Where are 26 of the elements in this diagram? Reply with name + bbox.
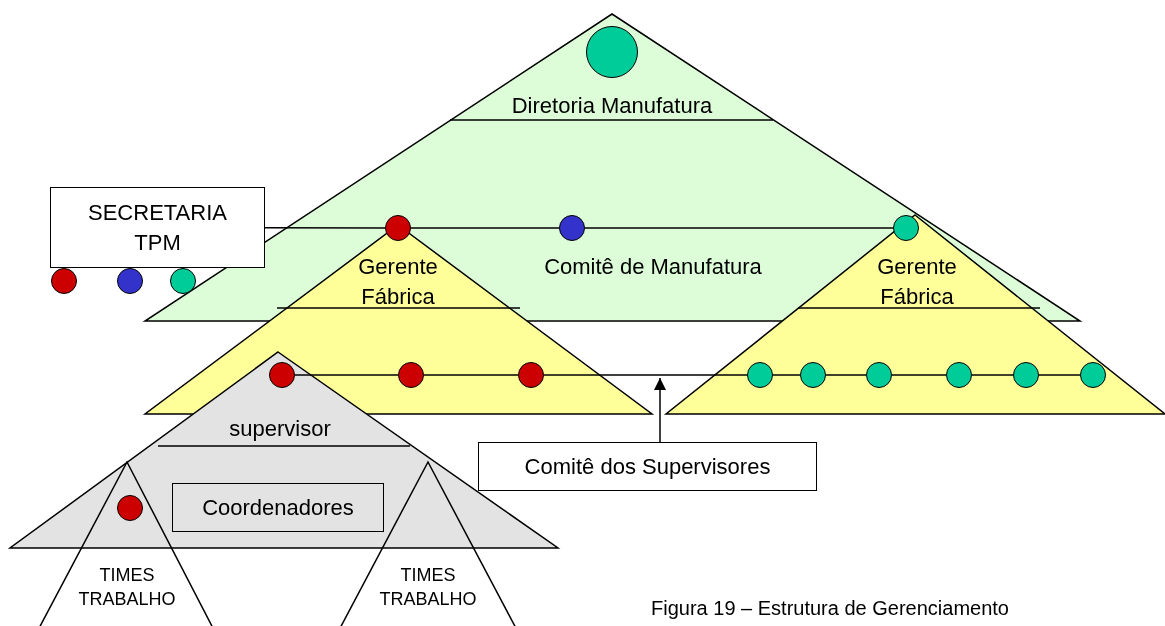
team-label: TIMES TRABALHO	[77, 563, 177, 611]
connector-line	[1038, 374, 1081, 376]
member-circle	[51, 268, 77, 294]
connector-line	[891, 374, 947, 376]
level-label: Comitê de Manufatura	[544, 253, 762, 282]
connector-line	[825, 374, 867, 376]
connector-line	[264, 226, 386, 229]
label-box: Comitê dos Supervisores	[478, 442, 817, 491]
connector-line	[294, 374, 399, 376]
level-label: Diretoria Manufatura	[511, 92, 713, 121]
figure-caption: Figura 19 – Estrutura de Gerenciamento	[651, 595, 1009, 621]
label-box: SECRETARIA TPM	[50, 187, 265, 268]
connector-line	[410, 227, 560, 229]
team-label: TIMES TRABALHO	[378, 563, 478, 611]
connector-line	[423, 374, 519, 376]
arrow	[654, 377, 666, 443]
level-label: Gerente Fábrica	[357, 253, 439, 311]
label-box: Coordenadores	[172, 483, 384, 532]
level-label: supervisor	[229, 415, 331, 444]
connector-line	[543, 374, 748, 376]
level-label: Gerente Fábrica	[876, 253, 958, 311]
connector-line	[584, 227, 894, 229]
member-circle	[170, 268, 196, 294]
connector-line	[772, 374, 801, 376]
member-circle	[117, 268, 143, 294]
connector-line	[971, 374, 1014, 376]
